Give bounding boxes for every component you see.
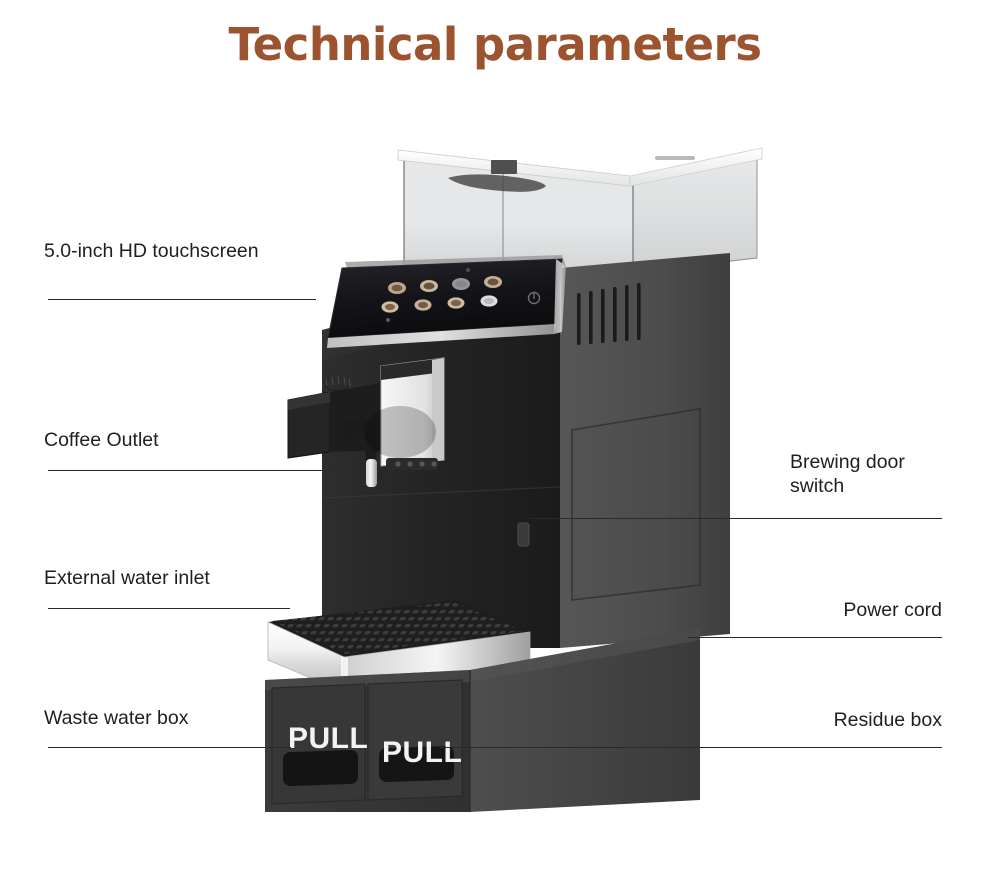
coffee-spout-housing [380, 357, 445, 467]
water-tank-group [397, 147, 763, 273]
callout-label-residue-box: Residue box [833, 709, 942, 731]
beverage-icon-row-bottom [381, 295, 498, 313]
beverage-icon-row-top [388, 276, 502, 294]
waste-water-drawer [271, 683, 366, 805]
leader-line-coffee-outlet [48, 470, 338, 471]
leader-line-water-inlet [48, 608, 290, 609]
steam-wand-tip [366, 459, 377, 487]
drawer-label-2: PULL [382, 736, 462, 769]
callout-label-coffee-outlet: Coffee Outlet [44, 429, 159, 451]
callout-label-waste-water-box: Waste water box [44, 707, 189, 729]
drip-tray-grid [272, 602, 524, 654]
vent-slots [577, 283, 641, 345]
page-title: Technical parameters [228, 18, 762, 71]
callout-label-brewing-door-switch: Brewing door switch [790, 451, 905, 498]
leader-line-touchscreen [48, 299, 316, 300]
machine-body-group [321, 253, 730, 648]
brewing-door-switch [517, 522, 530, 547]
base-drawers-group: PULL PULL [265, 628, 700, 812]
callout-label-power-cord: Power cord [843, 599, 942, 621]
callout-label-external-water-inlet: External water inlet [44, 567, 210, 589]
leader-line-power-cord [688, 637, 942, 638]
leader-line-brewing-door [530, 518, 942, 519]
drip-tray-group [267, 600, 531, 693]
coffee-outlet-group [287, 357, 445, 487]
drawer-label-1: PULL [288, 722, 368, 755]
steam-wand [341, 418, 377, 467]
residue-drawer [367, 679, 463, 801]
power-indicator-icon [527, 291, 541, 305]
touchscreen-panel-group [327, 255, 566, 348]
callout-label-touchscreen: 5.0-inch HD touchscreen [44, 240, 259, 262]
steam-knob [322, 375, 352, 393]
leader-line-residue-box [440, 747, 942, 748]
leader-line-waste-water [48, 747, 291, 748]
